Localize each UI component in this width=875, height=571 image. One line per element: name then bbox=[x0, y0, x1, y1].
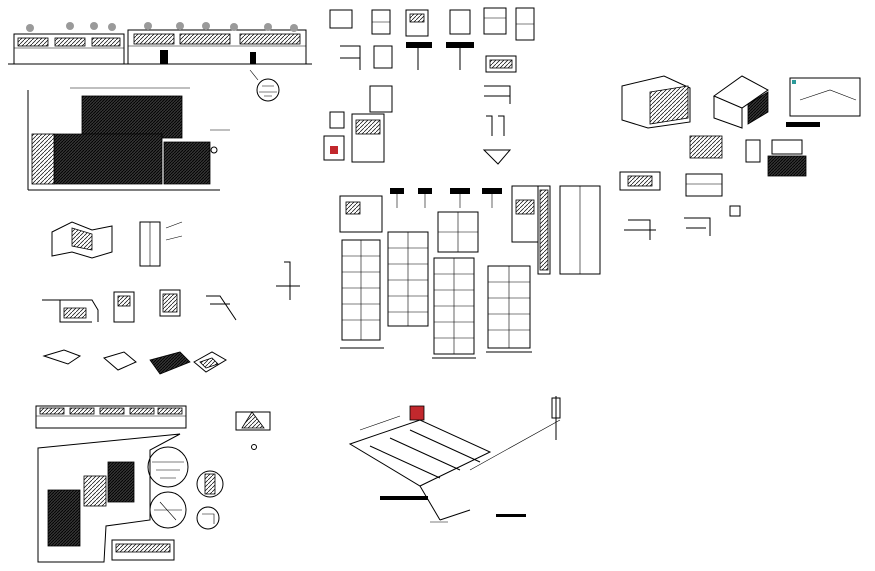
long-section-views bbox=[537, 185, 601, 275]
wall-section-details bbox=[42, 221, 300, 375]
site-plan bbox=[35, 405, 271, 563]
detail-callout-circle bbox=[249, 69, 280, 102]
teal-fitting bbox=[792, 80, 796, 84]
isometric-building-views bbox=[621, 75, 861, 129]
floor-plan bbox=[27, 87, 230, 191]
isometric-piping-layout bbox=[348, 396, 561, 523]
red-marker-detail bbox=[330, 146, 338, 154]
detail-panels-right bbox=[619, 135, 807, 240]
red-tank-block bbox=[409, 405, 425, 421]
tank-plans bbox=[339, 185, 539, 253]
cell-layout-plans bbox=[340, 231, 532, 359]
component-details bbox=[323, 7, 535, 165]
building-elevation bbox=[8, 29, 312, 65]
tree-row bbox=[26, 22, 298, 32]
